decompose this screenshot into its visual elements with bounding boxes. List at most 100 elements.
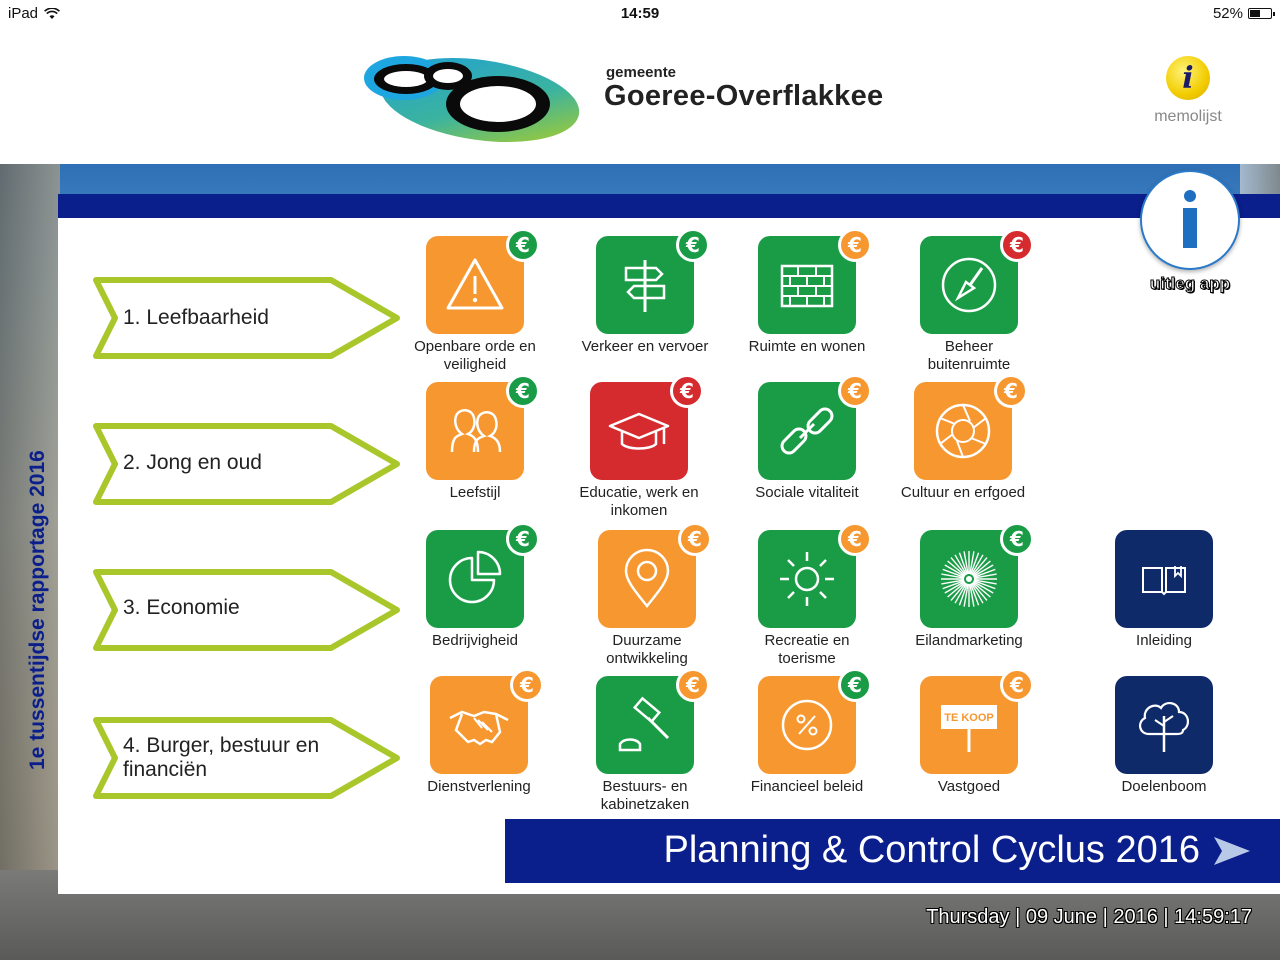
clock: 14:59: [620, 5, 660, 22]
euro-badge: €: [678, 522, 712, 556]
tile-icon-box: €: [430, 668, 544, 774]
theme-jong-en-oud-arrow[interactable]: 2. Jong en oud: [93, 422, 403, 506]
theme-leefbaarheid-arrow[interactable]: 1. Leefbaarheid: [93, 276, 403, 360]
percent-icon: [781, 699, 833, 751]
tile-label: Eilandmarketing: [915, 632, 1023, 649]
battery-percent: 52%: [1212, 5, 1243, 22]
tile-sociale-vitaliteit[interactable]: € Sociale vitaliteit: [742, 374, 872, 502]
tile-icon-box: €: [920, 228, 1034, 334]
tile-ruimte-en-wonen[interactable]: € Ruimte en wonen: [742, 228, 872, 356]
tile-label: Bedrijvigheid: [432, 632, 518, 649]
tile-icon-box: €: [590, 374, 704, 480]
current-datetime: Thursday | 09 June | 2016 | 14:59:17: [926, 906, 1252, 928]
tile-label: Verkeer en vervoer: [581, 338, 709, 355]
wifi-icon: [44, 7, 60, 19]
battery-icon: [1248, 8, 1275, 19]
euro-badge: €: [506, 228, 540, 262]
tile-label: Financieel beleid: [750, 778, 864, 795]
euro-badge: €: [838, 228, 872, 262]
tile-duurzame-ontwikkeling[interactable]: € Duurzame ontwikkeling: [582, 522, 712, 668]
tile-inleiding[interactable]: Inleiding: [1099, 530, 1229, 650]
starburst-icon: [941, 551, 997, 607]
handshake-icon: [449, 710, 509, 746]
tile-label: Sociale vitaliteit: [755, 484, 859, 501]
theme-burger-bestuur-arrow[interactable]: 4. Burger, bestuur en financiën: [93, 716, 403, 800]
warning-icon: [446, 258, 504, 310]
tile-educatie-werk-inkomen[interactable]: € Educatie, werk en inkomen: [574, 374, 704, 520]
app-header: gemeente Goeree-Overflakkee i memolijst: [0, 26, 1280, 164]
tile-vastgoed[interactable]: TE KOOP € Vastgoed: [904, 668, 1034, 796]
book-icon: [1142, 566, 1186, 596]
tile-verkeer-en-vervoer[interactable]: € Verkeer en vervoer: [580, 228, 710, 356]
tile-recreatie-en-toerisme[interactable]: € Recreatie en toerisme: [742, 522, 872, 668]
tile-icon-box: €: [426, 374, 540, 480]
tile-icon-box: €: [598, 522, 712, 628]
tile-beheer-buitenruimte[interactable]: € Beheer buitenruimte: [904, 228, 1034, 374]
tile-label: Doelenboom: [1121, 778, 1207, 795]
for-sale-sign-icon: TE KOOP: [941, 705, 997, 752]
chain-link-icon: [780, 407, 834, 455]
tile-label: Ruimte en wonen: [748, 338, 866, 355]
tile-financieel-beleid[interactable]: € Financieel beleid: [742, 668, 872, 796]
tile-dienstverlening[interactable]: € Dienstverlening: [414, 668, 544, 796]
tile-icon-box: €: [426, 522, 540, 628]
euro-badge: €: [1000, 522, 1034, 556]
euro-badge: €: [506, 522, 540, 556]
pie-chart-icon: [448, 550, 502, 604]
sidebar-title: 1e tussentijdse rapportage 2016: [26, 450, 49, 770]
tile-icon-box: €: [596, 668, 710, 774]
tile-icon-box: €: [758, 374, 872, 480]
euro-badge: €: [1000, 668, 1034, 702]
graduation-cap-icon: [608, 412, 670, 450]
status-bar: iPad 14:59 52%: [0, 0, 1280, 26]
memolijst-button[interactable]: i memolijst: [1140, 56, 1236, 126]
brand-subtitle: gemeente: [606, 64, 677, 81]
tile-icon-box: TE KOOP €: [920, 668, 1034, 774]
tile-label: Duurzame ontwikkeling: [606, 632, 688, 667]
tile-icon-box: [1115, 530, 1213, 628]
arrow-right-icon: [1214, 837, 1250, 865]
uitleg-app-label: uitleg app: [1149, 274, 1231, 294]
uitleg-app-button[interactable]: uitleg app: [1138, 170, 1242, 294]
aperture-icon: [935, 403, 991, 459]
tile-icon-box: €: [426, 228, 540, 334]
euro-badge: €: [670, 374, 704, 408]
tile-label: Inleiding: [1136, 632, 1192, 649]
tile-icon-box: €: [596, 228, 710, 334]
panel-top-bar: [58, 194, 1280, 218]
signpost-icon: [624, 260, 666, 312]
tile-label: Bestuurs- en kabinetzaken: [600, 778, 690, 813]
tree-icon: [1139, 702, 1189, 752]
tile-bestuurs-en-kabinetzaken[interactable]: € Bestuurs- en kabinetzaken: [580, 668, 710, 814]
theme-economie-arrow[interactable]: 3. Economie: [93, 568, 403, 652]
info-icon: [1140, 170, 1240, 270]
euro-badge: €: [676, 228, 710, 262]
arrow-shape: [93, 423, 400, 505]
theme-label: 3. Economie: [123, 596, 240, 619]
euro-badge: €: [1000, 228, 1034, 262]
map-pin-icon: [624, 548, 670, 608]
memolijst-label: memolijst: [1154, 108, 1222, 125]
tile-label: Vastgoed: [937, 778, 1001, 795]
tile-eilandmarketing[interactable]: € Eilandmarketing: [904, 522, 1034, 650]
tile-label: Beheer buitenruimte: [927, 338, 1011, 373]
tile-label: Dienstverlening: [427, 778, 531, 795]
tile-label: Cultuur en erfgoed: [900, 484, 1026, 501]
arrow-shape: [93, 277, 400, 359]
planning-control-banner[interactable]: Planning & Control Cyclus 2016: [505, 819, 1280, 883]
tile-leefstijl[interactable]: € Leefstijl: [410, 374, 540, 502]
euro-badge: €: [676, 668, 710, 702]
tile-openbare-orde[interactable]: € Openbare orde en veiligheid: [410, 228, 540, 374]
banner-text: Planning & Control Cyclus 2016: [663, 829, 1200, 871]
euro-badge: €: [506, 374, 540, 408]
sign-text: TE KOOP: [944, 712, 994, 724]
euro-badge: €: [838, 668, 872, 702]
tile-icon-box: €: [758, 668, 872, 774]
tile-label: Educatie, werk en inkomen: [579, 484, 699, 519]
brick-wall-icon: [780, 264, 834, 308]
tile-bedrijvigheid[interactable]: € Bedrijvigheid: [410, 522, 540, 650]
tile-doelenboom[interactable]: Doelenboom: [1099, 676, 1229, 796]
people-icon: [450, 409, 502, 453]
tile-cultuur-en-erfgoed[interactable]: € Cultuur en erfgoed: [898, 374, 1028, 502]
gavel-icon: [618, 696, 670, 752]
